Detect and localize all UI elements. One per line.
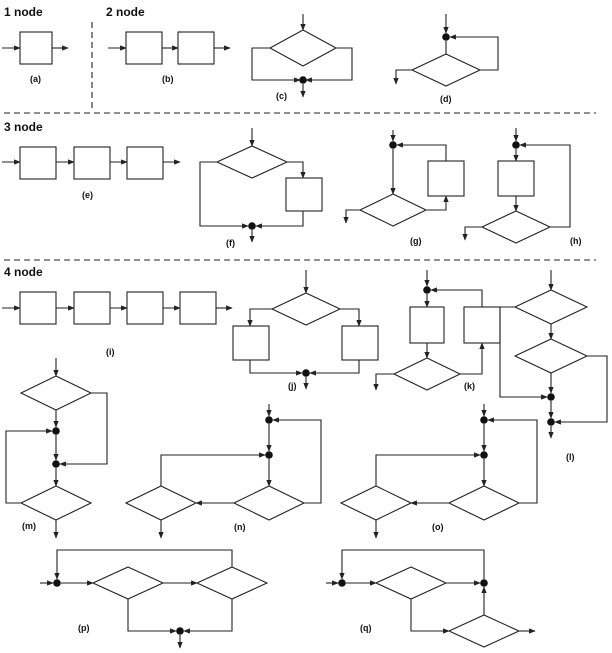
section-2-node: 2 node bbox=[106, 5, 145, 19]
graph-d: (d) bbox=[393, 14, 499, 104]
graph-o: (o) bbox=[339, 404, 538, 539]
label-k: (k) bbox=[464, 381, 475, 391]
graph-k: (k) bbox=[373, 270, 501, 391]
label-e: (e) bbox=[82, 190, 93, 200]
graph-g: (g) bbox=[343, 130, 465, 246]
graph-n: (n) bbox=[124, 404, 322, 539]
label-d: (d) bbox=[440, 94, 452, 104]
label-p: (p) bbox=[78, 623, 90, 633]
section-3-node: 3 node bbox=[4, 120, 43, 134]
label-l: (l) bbox=[566, 452, 575, 462]
graph-a: (a) bbox=[2, 31, 69, 84]
label-i: (i) bbox=[106, 347, 115, 357]
label-c: (c) bbox=[276, 91, 287, 101]
label-j: (j) bbox=[288, 381, 297, 391]
label-o: (o) bbox=[432, 522, 444, 532]
label-m: (m) bbox=[22, 521, 36, 531]
graph-f: (f) bbox=[199, 128, 323, 248]
graph-i: (i) bbox=[2, 291, 233, 357]
section-1-node: 1 node bbox=[4, 5, 43, 19]
graph-m: (m) bbox=[5, 358, 108, 539]
label-b: (b) bbox=[162, 74, 174, 84]
label-g: (g) bbox=[410, 236, 422, 246]
graph-l: (l) bbox=[499, 270, 608, 462]
label-f: (f) bbox=[226, 238, 235, 248]
graph-q: (q) bbox=[326, 549, 536, 648]
graph-p: (p) bbox=[40, 549, 269, 649]
graph-e: (e) bbox=[2, 146, 181, 200]
graph-h: (h) bbox=[462, 128, 582, 246]
graph-b: (b) bbox=[108, 31, 231, 84]
label-q: (q) bbox=[360, 623, 372, 633]
label-a: (a) bbox=[30, 74, 41, 84]
label-n: (n) bbox=[234, 522, 246, 532]
graph-c: (c) bbox=[251, 14, 353, 101]
graph-j: (j) bbox=[232, 270, 379, 391]
section-4-node: 4 node bbox=[4, 265, 43, 279]
label-h: (h) bbox=[570, 236, 582, 246]
